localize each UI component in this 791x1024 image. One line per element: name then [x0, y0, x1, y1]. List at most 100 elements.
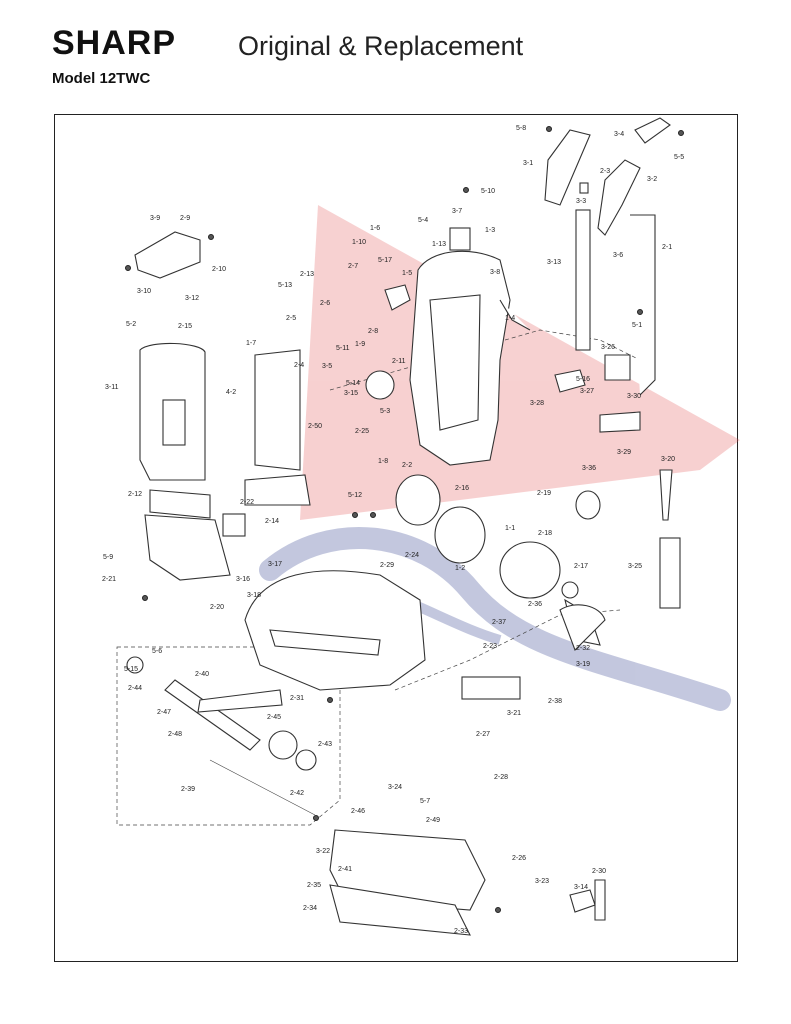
part-label-3-30: 3-30	[627, 393, 641, 400]
part-label-2-22: 2-22	[240, 499, 254, 506]
part-label-2-12: 2-12	[128, 491, 142, 498]
part-label-1-6: 1-6	[370, 225, 380, 232]
part-label-5-2: 5-2	[126, 321, 136, 328]
motor-assembly	[365, 284, 601, 599]
part-label-3-16: 3-16	[236, 576, 250, 583]
part-label-3-28: 3-28	[530, 400, 544, 407]
part-label-5-13: 5-13	[278, 282, 292, 289]
part-label-2-1: 2-1	[662, 244, 672, 251]
part-label-5-5: 5-5	[674, 154, 684, 161]
part-label-3-36: 3-36	[582, 465, 596, 472]
part-label-1-7: 1-7	[246, 340, 256, 347]
part-label-2-3: 2-3	[600, 168, 610, 175]
part-label-2-47: 2-47	[157, 709, 171, 716]
part-label-2-48: 2-48	[168, 731, 182, 738]
part-label-3-1: 3-1	[523, 160, 533, 167]
part-label-3-5: 3-5	[322, 363, 332, 370]
part-label-3-18: 3-18	[247, 592, 261, 599]
part-label-2-30: 2-30	[592, 868, 606, 875]
part-label-2-37: 2-37	[492, 619, 506, 626]
part-label-2-16: 2-16	[455, 485, 469, 492]
part-label-2-32: 2-32	[576, 645, 590, 652]
base-nozzle	[244, 570, 601, 936]
part-label-2-21: 2-21	[102, 576, 116, 583]
part-label-2-39: 2-39	[181, 786, 195, 793]
part-label-1-2: 1-2	[455, 565, 465, 572]
part-label-4-2: 4-2	[226, 389, 236, 396]
part-label-2-38: 2-38	[548, 698, 562, 705]
part-label-2-42: 2-42	[290, 790, 304, 797]
part-label-1-13: 1-13	[432, 241, 446, 248]
part-label-3-29: 3-29	[617, 449, 631, 456]
part-label-3-11: 3-11	[105, 384, 119, 391]
part-label-3-27: 3-27	[580, 388, 594, 395]
part-label-1-10: 1-10	[352, 239, 366, 246]
part-label-5-6: 5-6	[152, 648, 162, 655]
part-label-2-35: 2-35	[307, 882, 321, 889]
part-label-2-13: 2-13	[300, 271, 314, 278]
part-label-2-31: 2-31	[290, 695, 304, 702]
part-label-3-13: 3-13	[547, 259, 561, 266]
part-label-2-23: 2-23	[483, 643, 497, 650]
part-label-5-14: 5-14	[346, 380, 360, 387]
part-label-2-11: 2-11	[392, 358, 406, 365]
part-label-3-7: 3-7	[452, 208, 462, 215]
part-label-2-18: 2-18	[538, 530, 552, 537]
part-label-2-34: 2-34	[303, 905, 317, 912]
part-label-2-17: 2-17	[574, 563, 588, 570]
part-label-2-28: 2-28	[494, 774, 508, 781]
part-label-2-46: 2-46	[351, 808, 365, 815]
part-label-2-45: 2-45	[267, 714, 281, 721]
part-label-5-10: 5-10	[481, 188, 495, 195]
part-label-3-6: 3-6	[613, 252, 623, 259]
part-label-3-4: 3-4	[614, 131, 624, 138]
part-label-5-8: 5-8	[516, 125, 526, 132]
part-label-2-27: 2-27	[476, 731, 490, 738]
part-label-3-23: 3-23	[535, 878, 549, 885]
page-title: Original & Replacement	[238, 31, 524, 61]
part-label-3-15: 3-15	[344, 390, 358, 397]
part-label-2-15: 2-15	[178, 323, 192, 330]
part-label-2-41: 2-41	[338, 866, 352, 873]
part-label-2-9: 2-9	[180, 215, 190, 222]
accessory-tools	[554, 354, 681, 921]
part-label-3-9: 3-9	[150, 215, 160, 222]
part-label-5-17: 5-17	[378, 257, 392, 264]
part-label-3-17: 3-17	[268, 561, 282, 568]
model-label: Model 12TWC	[52, 70, 151, 87]
fasteners	[125, 126, 684, 913]
bag-assembly	[134, 231, 311, 581]
main-body-housing	[409, 227, 531, 466]
brand-logo: SHARP	[52, 24, 177, 62]
page-header: SHARP Original & Replacement Model 12TWC	[0, 0, 791, 100]
watermark-script-stroke	[259, 526, 731, 711]
part-label-2-29: 2-29	[380, 562, 394, 569]
part-label-5-4: 5-4	[418, 217, 428, 224]
part-label-3-8: 3-8	[490, 269, 500, 276]
part-label-1-5: 1-5	[402, 270, 412, 277]
part-label-5-3: 5-3	[380, 408, 390, 415]
part-label-3-22: 3-22	[316, 848, 330, 855]
handle-grip	[544, 117, 671, 396]
part-label-5-9: 5-9	[103, 554, 113, 561]
diagram-frame	[54, 114, 738, 962]
part-label-5-7: 5-7	[420, 798, 430, 805]
part-label-2-14: 2-14	[265, 518, 279, 525]
part-label-1-8: 1-8	[378, 458, 388, 465]
part-label-2-19: 2-19	[537, 490, 551, 497]
part-label-2-25: 2-25	[355, 428, 369, 435]
part-label-5-15: 5-15	[124, 666, 138, 673]
part-label-2-40: 2-40	[195, 671, 209, 678]
part-label-2-26: 2-26	[512, 855, 526, 862]
part-label-5-12: 5-12	[348, 492, 362, 499]
part-label-2-6: 2-6	[320, 300, 330, 307]
part-label-3-20: 3-20	[661, 456, 675, 463]
watermark-arrow	[300, 205, 740, 520]
part-label-1-1: 1-1	[505, 525, 515, 532]
part-label-2-8: 2-8	[368, 328, 378, 335]
part-label-3-2: 3-2	[647, 176, 657, 183]
part-label-2-33: 2-33	[454, 928, 468, 935]
part-label-1-9: 1-9	[355, 341, 365, 348]
part-label-2-36: 2-36	[528, 601, 542, 608]
